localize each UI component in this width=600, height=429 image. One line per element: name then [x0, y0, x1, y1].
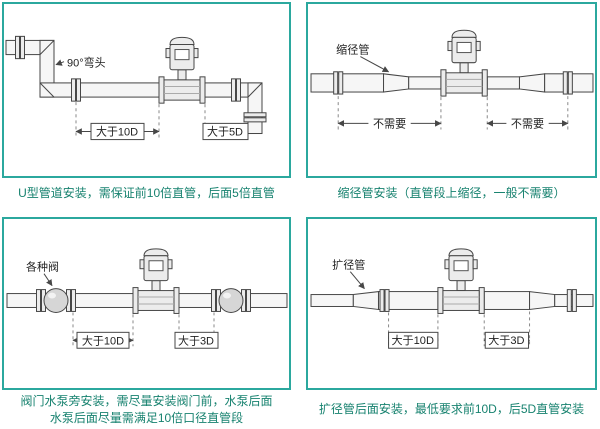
expander-cone-icon [352, 291, 379, 311]
valve-caption: 阀门水泵旁安装，需尽量安装阀门前，水泵后面 水泵后面尽量需满足10倍口径直管段 [2, 392, 291, 427]
dimension-left: 大于10D [387, 312, 439, 349]
caption-text: U型管道安装，需保证前10倍直管，后面5倍直管 [18, 185, 275, 200]
caption-text: 水泵后面尽量需满足10倍口径直管段 [49, 410, 244, 425]
dimension-left: 大于10D [72, 312, 134, 349]
flange-icon [562, 71, 573, 95]
pipe-run [310, 71, 594, 95]
dim-label: 大于10D [96, 124, 138, 138]
u-type-drawing: 90°弯头 大于10D 大于5D [5, 35, 267, 141]
flowmeter-icon [437, 248, 485, 314]
dimension-right: 大于5D [202, 104, 249, 141]
u-type-caption: U型管道安装，需保证前10倍直管，后面5倍直管 [2, 181, 291, 205]
dim-label: 大于3D [488, 333, 524, 347]
caption-text: 缩径管安装（直管段上缩径，一般不需要） [337, 185, 566, 200]
expander-callout: 扩径管 [332, 258, 365, 290]
dimension-right: 大于3D [174, 312, 219, 349]
dim-label: 大于5D [207, 124, 243, 138]
valve-callout-label: 各种阀 [26, 260, 59, 274]
flowmeter-icon [440, 29, 488, 97]
expander-caption: 扩径管后面安装，最低要求前10D，后5D直管安装 [306, 397, 597, 421]
flange-icon [243, 112, 267, 123]
panel-reducer: 缩径管 不需要 不需要 [306, 2, 597, 178]
dim-label: 不需要 [511, 117, 544, 130]
flange-icon [14, 35, 26, 60]
pipe-run [5, 35, 267, 135]
flange-icon [70, 78, 82, 102]
elbow-callout-label: 90°弯头 [67, 56, 106, 70]
flange-icon [379, 289, 390, 312]
dimension-right: 大于3D [483, 311, 531, 349]
reducer-caption: 缩径管安装（直管段上缩径，一般不需要） [306, 181, 597, 205]
reducer-callout-label: 缩径管 [336, 43, 369, 57]
panel-expander: 扩径管 大于10D 大于3D [306, 217, 597, 390]
dimension-right: 不需要 [486, 96, 569, 131]
valve-callout: 各种阀 [26, 260, 59, 287]
flange-icon [333, 71, 344, 95]
panel-u-type: 90°弯头 大于10D 大于5D [2, 2, 291, 178]
reducer-cone-icon [383, 73, 410, 93]
valve-icon [43, 288, 69, 313]
dim-label: 大于3D [178, 333, 214, 347]
dimension-left: 不需要 [337, 96, 442, 131]
reducer-callout: 缩径管 [336, 43, 390, 73]
flange-icon [230, 78, 242, 102]
reducer-cone-icon [518, 73, 546, 93]
panel-valve: 各种阀 大于10D 大于3D [2, 217, 291, 390]
dimension-left: 大于10D [75, 102, 160, 141]
expander-callout-label: 扩径管 [332, 258, 365, 272]
pipe-run [310, 289, 594, 312]
flange-icon [566, 289, 577, 312]
reducer-drawing: 缩径管 不需要 不需要 [310, 29, 594, 131]
flowmeter-icon [158, 36, 206, 104]
caption-text: 扩径管后面安装，最低要求前10D，后5D直管安装 [318, 401, 585, 416]
elbow-callout: 90°弯头 [55, 56, 106, 70]
dim-label: 大于10D [392, 333, 435, 347]
expander-cone-icon [529, 291, 556, 311]
expander-drawing: 扩径管 大于10D 大于3D [310, 248, 594, 349]
valve-icon [218, 288, 244, 313]
dim-label: 大于10D [82, 333, 124, 347]
valve-drawing: 各种阀 大于10D 大于3D [6, 248, 288, 349]
caption-text: 阀门水泵旁安装，需尽量安装阀门前，水泵后面 [20, 394, 273, 409]
dim-label: 不需要 [373, 117, 406, 130]
flowmeter-icon [132, 248, 180, 314]
